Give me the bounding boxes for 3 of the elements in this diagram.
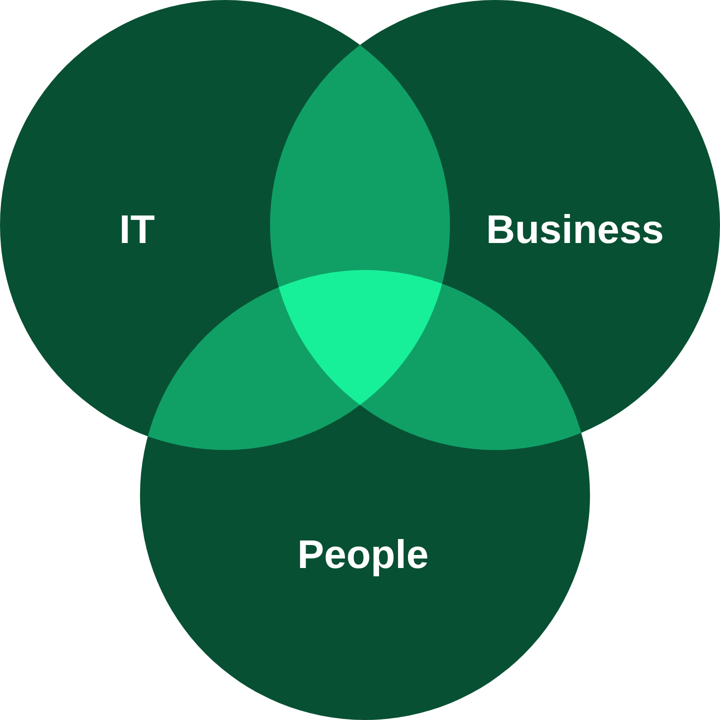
circle-label: Business — [486, 210, 664, 250]
circle-label: IT — [119, 210, 155, 250]
circle-label: People — [297, 535, 429, 575]
